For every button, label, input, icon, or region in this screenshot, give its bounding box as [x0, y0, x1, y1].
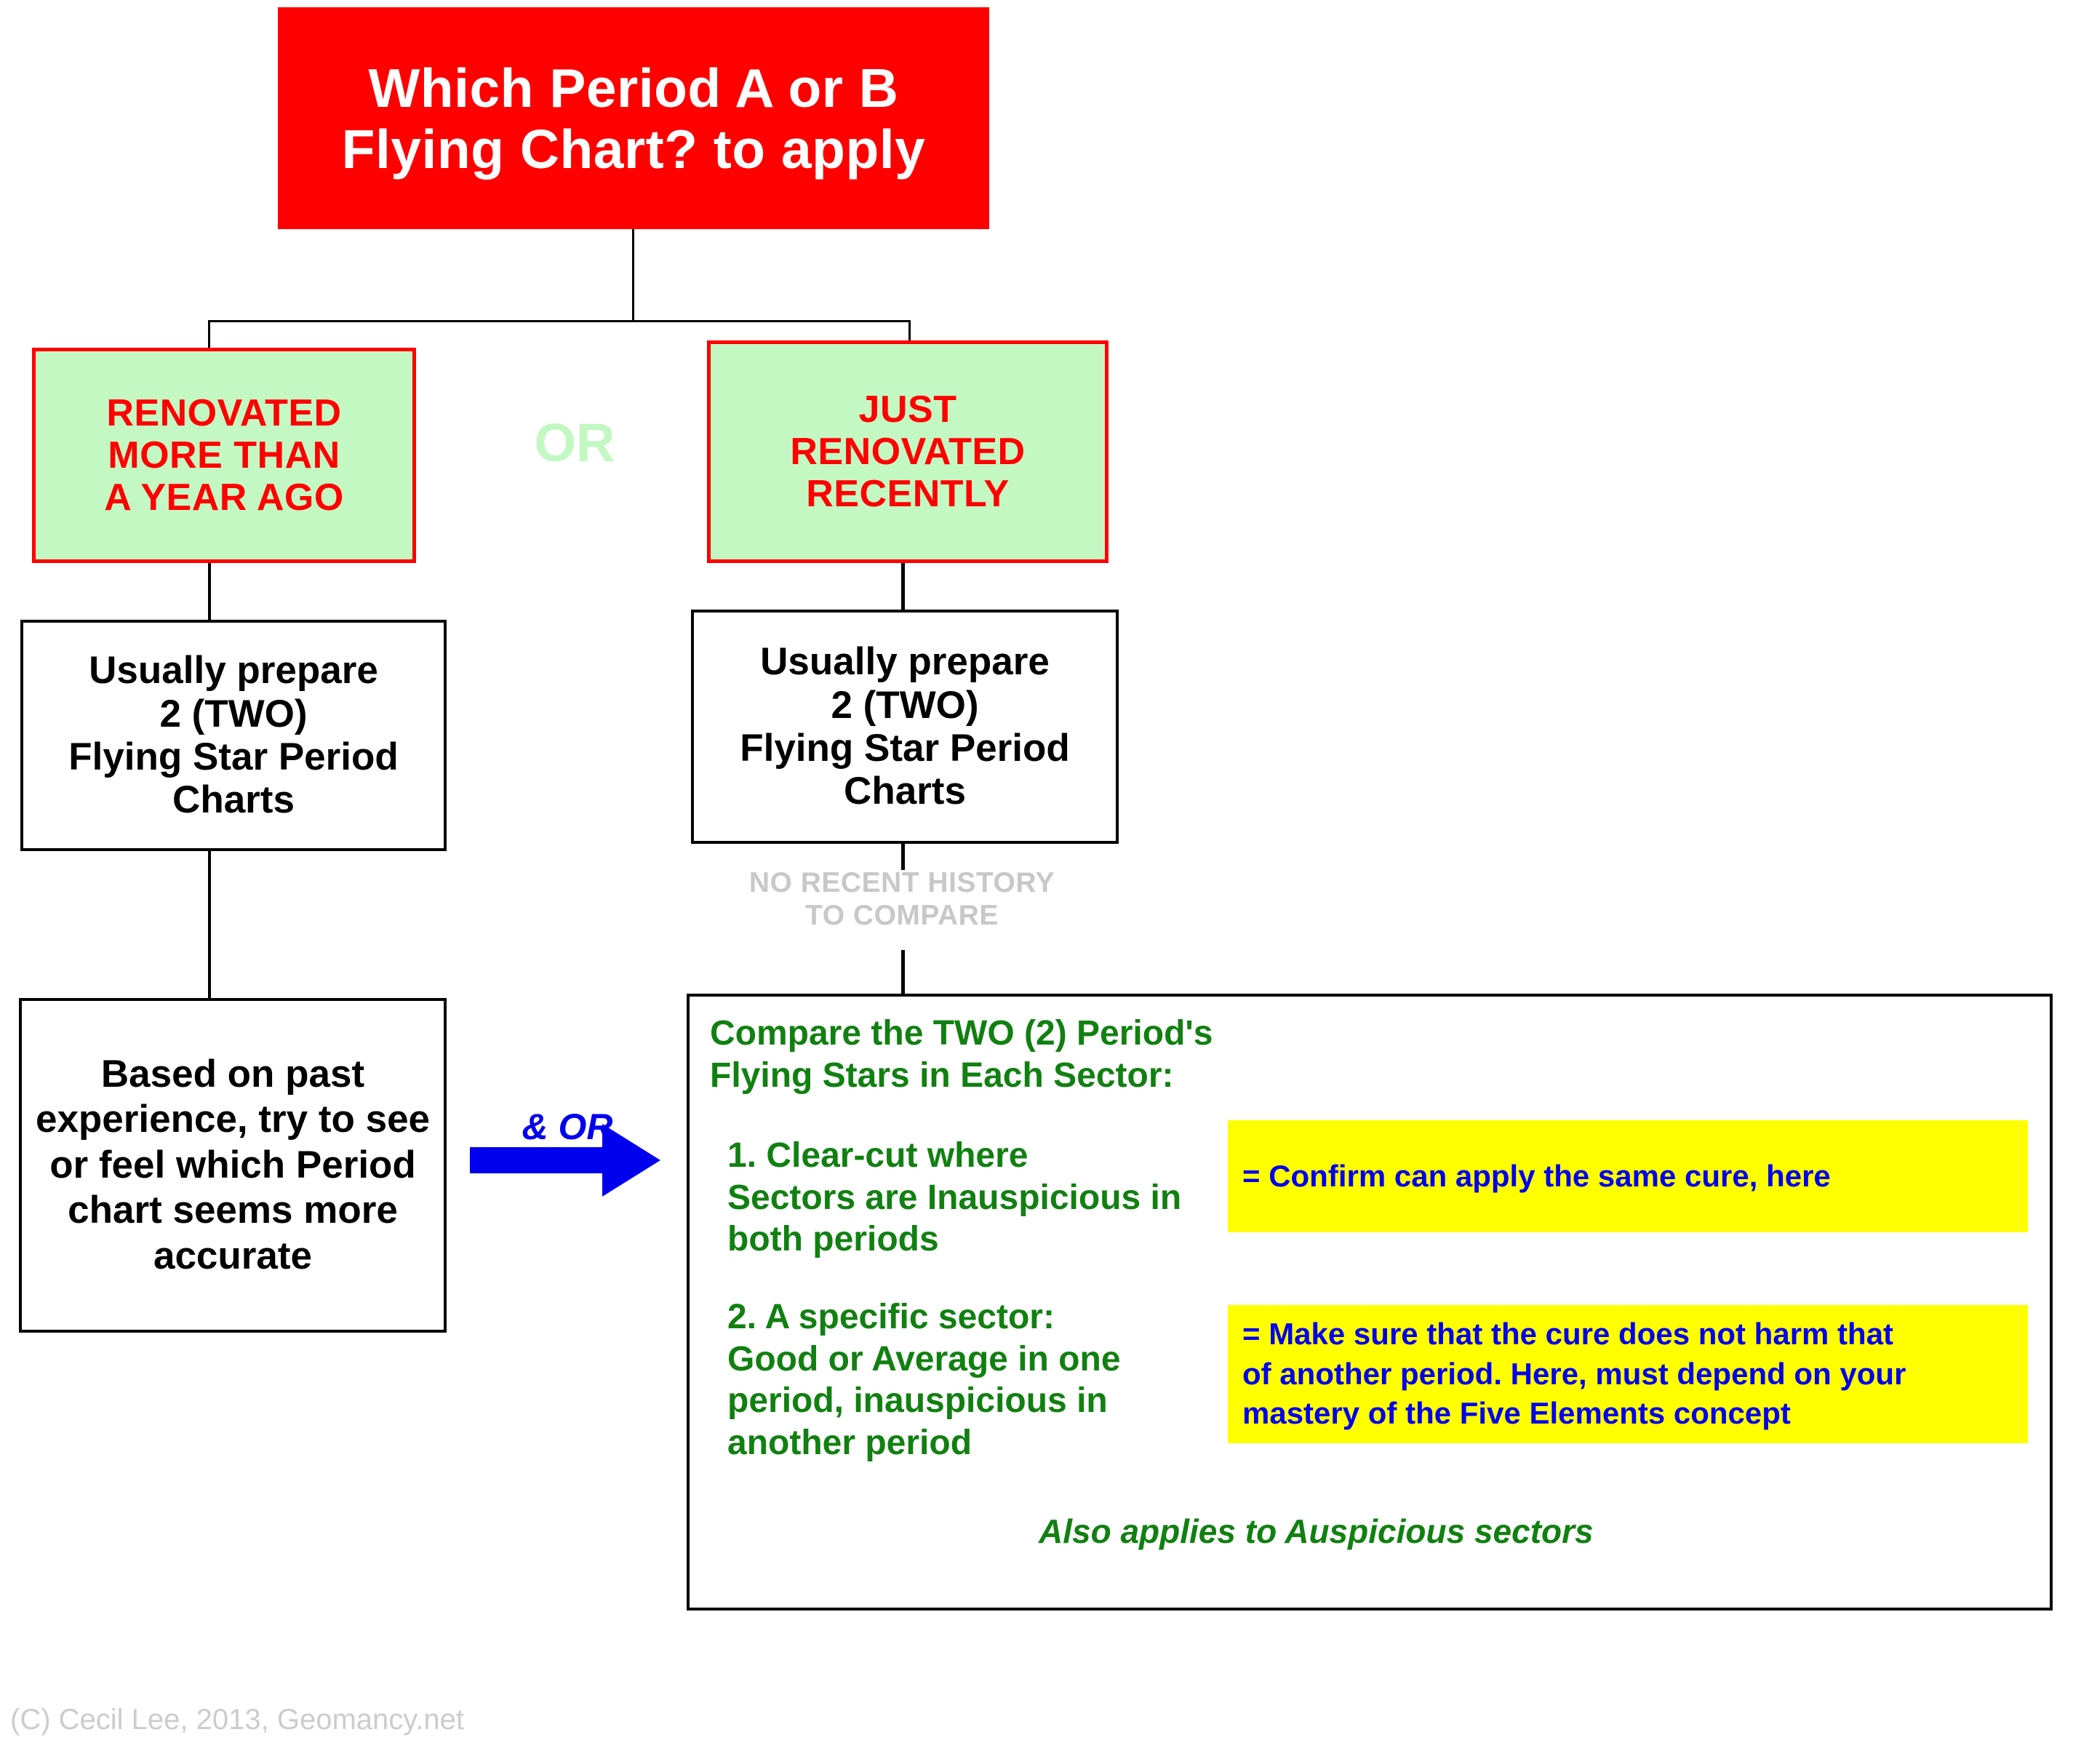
compare-footnote: Also applies to Auspicious sectors	[1039, 1512, 1594, 1550]
prepare-charts-box-left: Usually prepare 2 (TWO) Flying Star Peri…	[20, 620, 447, 851]
compare-periods-panel: Compare the TWO (2) Period's Flying Star…	[687, 994, 2053, 1611]
connector-right-prepare-to-note	[901, 844, 905, 870]
branch-renovated-more-than-a-year-ago[interactable]: RENOVATED MORE THAN A YEAR AGO	[32, 348, 416, 563]
no-recent-history-note: NO RECENT HISTORY TO COMPARE	[748, 867, 1055, 931]
connector-left-prepare-to-experience	[208, 851, 211, 999]
and-or-label: & OR	[522, 1106, 613, 1147]
prepare-right-text: Usually prepare 2 (TWO) Flying Star Peri…	[740, 640, 1070, 813]
branch-right-label: JUST RENOVATED RECENTLY	[790, 388, 1026, 516]
right-arrow-icon	[470, 1124, 660, 1197]
copyright-notice: (C) Cecil Lee, 2013, Geomancy.net	[10, 1704, 465, 1736]
title-box: Which Period A or B Flying Chart? to app…	[278, 7, 989, 229]
branch-left-label: RENOVATED MORE THAN A YEAR AGO	[104, 391, 344, 519]
connector-title-down	[632, 229, 634, 322]
result-highlight-1-text: = Confirm can apply the same cure, here	[1242, 1158, 1831, 1193]
title-line-1: Which Period A or B	[368, 57, 899, 119]
prepare-left-text: Usually prepare 2 (TWO) Flying Star Peri…	[68, 649, 399, 822]
compare-heading: Compare the TWO (2) Period's Flying Star…	[710, 1014, 1213, 1095]
past-experience-text: Based on past experience, try to see or …	[35, 1052, 431, 1277]
branch-just-renovated-recently[interactable]: JUST RENOVATED RECENTLY	[707, 340, 1109, 563]
compare-item-1: 1. Clear-cut where Sectors are Inauspici…	[727, 1136, 1182, 1259]
result-highlight-2: = Make sure that the cure does not harm …	[1228, 1305, 2028, 1443]
result-highlight-2-text: = Make sure that the cure does not harm …	[1242, 1317, 1906, 1431]
compare-item-2: 2. A specific sector: Good or Average in…	[727, 1298, 1121, 1462]
connector-branch-left-down	[208, 320, 210, 351]
connector-right-green-to-prepare	[901, 563, 905, 611]
past-experience-box: Based on past experience, try to see or …	[19, 998, 447, 1333]
connector-branch-right-down	[908, 320, 911, 342]
title-line-2: Flying Chart? to apply	[341, 118, 926, 180]
connector-branch-horizontal	[208, 320, 911, 322]
connector-left-green-to-prepare	[208, 563, 211, 621]
or-separator-label: OR	[534, 412, 615, 473]
connector-note-to-compare	[901, 950, 905, 995]
result-highlight-1: = Confirm can apply the same cure, here	[1228, 1120, 2028, 1232]
prepare-charts-box-right: Usually prepare 2 (TWO) Flying Star Peri…	[691, 610, 1119, 844]
